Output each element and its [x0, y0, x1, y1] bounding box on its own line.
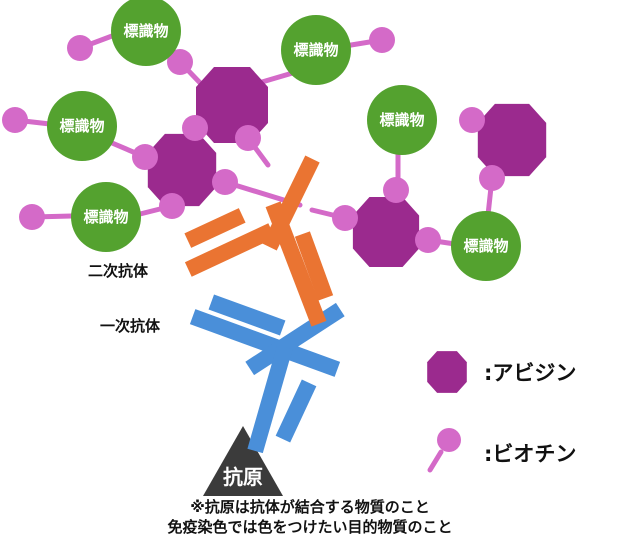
label-circle-4	[367, 85, 437, 155]
note-line-2: 免疫染色では色をつけたい目的物質のこと	[167, 518, 453, 536]
legend-biotin-label: :ビオチン	[484, 442, 576, 466]
label-text-1: 標識物	[123, 22, 168, 40]
label-text-5: 標識物	[83, 208, 128, 226]
biotin-13	[415, 227, 441, 253]
label-text-3: 標識物	[59, 117, 104, 135]
label-text-2: 標識物	[293, 41, 338, 59]
label-circle-1	[111, 0, 181, 66]
label-circle-3	[47, 91, 117, 161]
legend-biotin-icon	[437, 428, 461, 452]
label-circle-2	[281, 15, 351, 85]
biotin-group	[2, 27, 505, 452]
biotin-11	[332, 205, 358, 231]
biotin-5	[235, 125, 261, 151]
avidin-2	[147, 133, 217, 207]
legend-avidin-label: :アビジン	[484, 361, 576, 385]
antigen-triangle	[203, 426, 283, 496]
biotin-10	[159, 193, 185, 219]
label-text-6: 標識物	[463, 237, 508, 255]
label-circles	[47, 0, 521, 281]
label-circle-5	[71, 182, 141, 252]
biotin-8	[212, 169, 238, 195]
biotin-15	[479, 165, 505, 191]
avidin-4	[477, 103, 547, 177]
label-circle-6	[451, 211, 521, 281]
note-line-1: ※抗原は抗体が結合する物質のこと	[190, 498, 430, 516]
biotin-2	[167, 49, 193, 75]
biotin-1	[67, 35, 93, 61]
legend-avidin-icon	[427, 351, 467, 393]
secondary-antibody-label: 二次抗体	[88, 262, 149, 280]
avidin-3	[352, 197, 420, 267]
biotin-9	[19, 204, 45, 230]
biotin-12	[383, 177, 409, 203]
primary-antibody-label: 一次抗体	[100, 317, 161, 335]
antigen-label: 抗原	[223, 465, 263, 489]
biotin-14	[459, 107, 485, 133]
biotin-6	[2, 107, 28, 133]
label-text-4: 標識物	[379, 111, 424, 129]
biotin-4	[369, 27, 395, 53]
secondary-antibody	[184, 155, 334, 327]
biotin-3	[182, 115, 208, 141]
biotin-7	[132, 144, 158, 170]
